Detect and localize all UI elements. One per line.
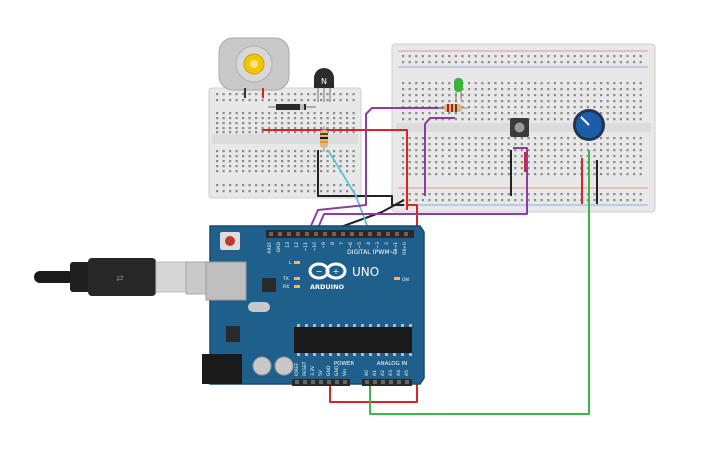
board-logo-text: ARDUINO (310, 283, 345, 291)
analog-pin-label: A2 (380, 370, 386, 376)
top-pin-label: ~3 (375, 242, 381, 249)
top-pin-label: ~10 (312, 242, 318, 252)
analog-pin-label: A3 (388, 370, 394, 376)
top-pin-label: AREF (267, 242, 273, 254)
usb-jack (205, 261, 247, 301)
atmega-chip (294, 327, 412, 353)
arduino-infinity-logo-icon: − + (308, 262, 347, 280)
top-pin-label: 13 (285, 242, 291, 248)
svg-text:⇄: ⇄ (116, 274, 124, 284)
led-label-tx: TX (282, 276, 289, 282)
top-pin-label: ~11 (303, 242, 309, 252)
wire-cyan-base (327, 149, 369, 229)
svg-text:+: + (333, 267, 340, 276)
top-pin-label: GND (276, 241, 282, 252)
small-breadboard[interactable] (208, 87, 362, 199)
power-pin-label: GND (326, 365, 332, 376)
wire-black-top (337, 199, 405, 229)
wire-purple-button (317, 147, 528, 229)
led-label-l: L (289, 260, 292, 266)
wires[interactable] (262, 107, 598, 415)
analog-pin-label: A4 (396, 370, 402, 376)
top-pin-label: 4 (366, 242, 372, 245)
pushbutton-icon[interactable] (510, 118, 529, 137)
top-pin-label: 12 (294, 242, 300, 248)
on-label: ON (402, 277, 409, 283)
top-pin-label: TX→1 (393, 242, 399, 256)
top-pin-label: 2 (384, 242, 390, 245)
led-icon[interactable] (454, 78, 463, 102)
analog-header (362, 379, 412, 386)
npn-transistor-icon[interactable]: N (314, 68, 334, 102)
power-pin-label: Vin (342, 369, 348, 376)
analog-pin-label: A5 (404, 370, 410, 376)
potentiometer-icon[interactable] (573, 109, 605, 141)
arduino-uno-board[interactable]: − + UNO ARDUINO DIGITAL (PWM~) POWER ANA… (202, 225, 425, 386)
digital-header (266, 230, 414, 238)
reset-button[interactable] (220, 232, 240, 250)
diode-icon[interactable] (268, 104, 316, 110)
small-breadboard-holes (216, 93, 355, 193)
power-pin-label: RESET (302, 361, 308, 376)
usb-cable-icon[interactable]: ⇄ (34, 258, 221, 296)
power-pin-label: GND (334, 365, 340, 376)
resistor-icon[interactable] (320, 126, 328, 152)
dc-jack (202, 354, 242, 384)
wire-purple-2 (424, 117, 455, 196)
top-pin-label: ~6 (348, 242, 354, 249)
resistor-icon[interactable] (438, 104, 468, 112)
power-header-label: POWER (334, 361, 355, 367)
power-pin-label: IOREF (294, 362, 300, 376)
digital-header-label: DIGITAL (PWM~) (347, 249, 397, 256)
board-model-text: UNO (352, 265, 379, 279)
led-label-rx: RX (283, 284, 289, 290)
analog-header-label: ANALOG IN (377, 361, 408, 367)
top-pin-label: 7 (339, 242, 345, 245)
transistor-label: N (321, 77, 327, 86)
analog-pin-label: A1 (372, 370, 378, 376)
top-pin-label: 8 (330, 242, 336, 245)
top-pin-label: ~5 (357, 242, 363, 249)
analog-pin-label: A0 (364, 370, 370, 376)
power-pin-label: 5V (318, 369, 324, 376)
top-pin-label: ~9 (321, 242, 327, 249)
power-pin-label: 3.3V (310, 365, 316, 376)
top-pin-label: RX←0 (402, 242, 408, 255)
dc-motor-icon[interactable] (218, 37, 290, 98)
wire-green-a0 (369, 150, 590, 415)
wire-purple-led (309, 107, 445, 229)
wire-red-bb-to-5v (262, 129, 418, 403)
svg-text:−: − (316, 267, 323, 276)
